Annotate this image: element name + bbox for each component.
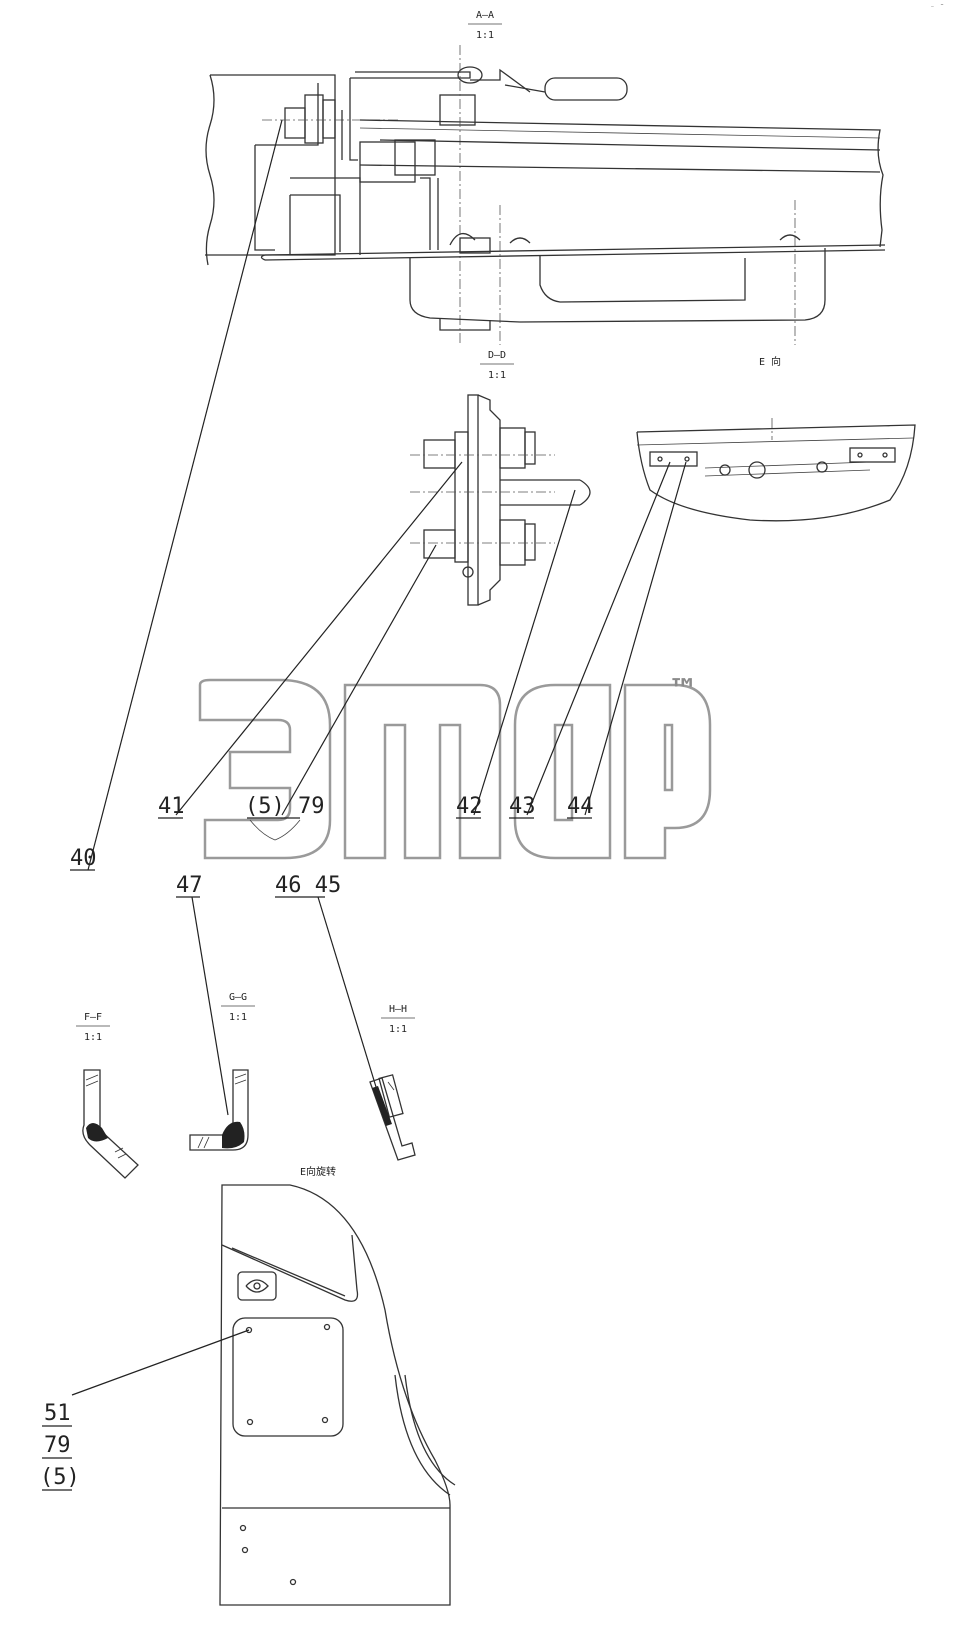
section-gg-scale: 1:1 — [229, 1012, 247, 1023]
view-e-rotated-title: E向旋转 — [300, 1165, 336, 1178]
callout-41: 41 — [158, 794, 185, 819]
corner-mark: ⁻ ˉ — [930, 3, 944, 12]
callout-44: 44 — [567, 794, 594, 819]
section-dd-title: D—D — [488, 350, 506, 361]
callout-stack-item: 79 — [44, 1433, 71, 1458]
section-ff-title: F—F — [84, 1012, 102, 1023]
callouts: 40 41 (5) 79 42 43 44 47 46 45 — [70, 119, 687, 1116]
section-dd-scale: 1:1 — [488, 370, 506, 381]
view-e: E 向 — [636, 355, 916, 522]
section-ff-scale: 1:1 — [84, 1032, 102, 1043]
section-hh-title: H—H — [389, 1004, 407, 1015]
view-e-title: E 向 — [759, 355, 781, 368]
callout-stack-item: (5) — [40, 1465, 80, 1490]
watermark: ™ — [198, 673, 712, 860]
callout-5-79: (5) 79 — [245, 794, 324, 819]
section-gg-title: G—G — [229, 992, 247, 1003]
section-hh-view: H—H 1:1 — [369, 1004, 416, 1161]
section-hh-scale: 1:1 — [389, 1024, 407, 1035]
callout-42: 42 — [456, 794, 483, 819]
view-e-rotated: E向旋转 — [71, 1165, 456, 1606]
callout-47: 47 — [176, 873, 203, 898]
callout-46-45: 46 45 — [275, 873, 341, 898]
callout-stack: 51 79 (5) — [40, 1401, 80, 1491]
section-aa-scale: 1:1 — [476, 30, 494, 41]
callout-stack-item: 51 — [44, 1401, 71, 1426]
section-gg-view: G—G 1:1 — [189, 992, 255, 1151]
section-ff-view: F—F 1:1 — [76, 1012, 139, 1179]
watermark-tm: ™ — [668, 673, 698, 708]
callout-40: 40 — [70, 846, 97, 871]
callout-43: 43 — [509, 794, 536, 819]
section-dd-view: D—D 1:1 — [410, 350, 591, 606]
section-aa-title: A—A — [476, 10, 494, 21]
section-aa-view: A—A 1:1 — [205, 10, 886, 345]
